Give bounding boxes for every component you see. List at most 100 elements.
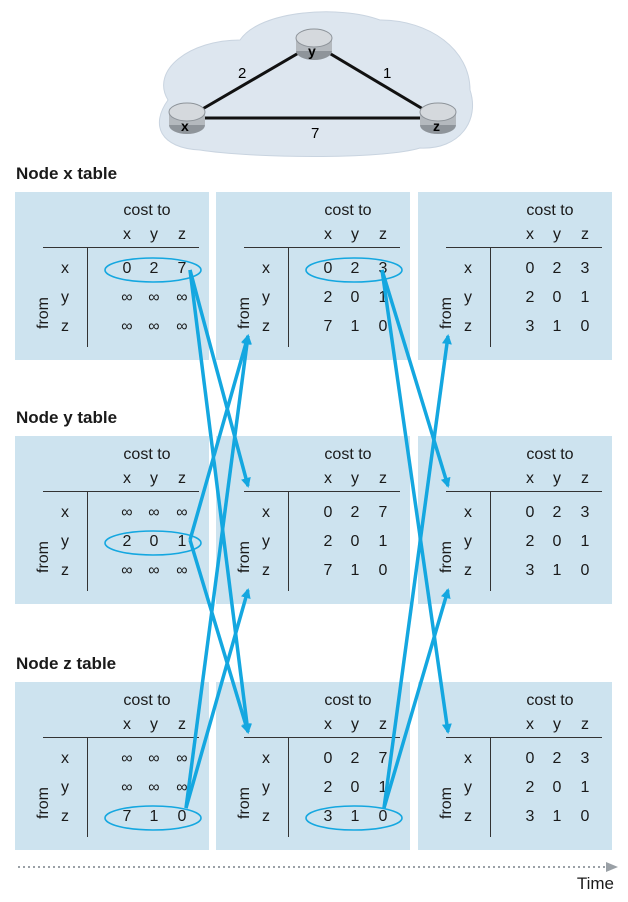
row-divider xyxy=(288,491,289,591)
row-header: x xyxy=(262,504,270,521)
cost-cell: 7 xyxy=(323,318,333,335)
cost-cell: 1 xyxy=(378,289,388,306)
time-axis xyxy=(18,862,618,872)
cost-to-label: cost to xyxy=(526,692,574,709)
cost-cell: 0 xyxy=(525,504,535,521)
column-header: x xyxy=(526,470,534,487)
column-header: z xyxy=(581,716,589,733)
cost-cell: ∞ xyxy=(176,750,188,767)
header-divider-left xyxy=(244,491,288,492)
cost-cell: 1 xyxy=(552,562,562,579)
cost-cell: 2 xyxy=(552,504,562,521)
cost-cell: 3 xyxy=(580,260,590,277)
from-label: from xyxy=(35,541,52,573)
row-divider xyxy=(87,491,88,591)
row-header: x xyxy=(61,750,69,767)
cost-cell: ∞ xyxy=(148,289,160,306)
row-header: z xyxy=(464,808,472,825)
row-header: z xyxy=(61,318,69,335)
cost-cell: 0 xyxy=(552,289,562,306)
time-arrow-icon xyxy=(606,862,618,872)
cost-cell: ∞ xyxy=(176,289,188,306)
column-header: z xyxy=(178,716,186,733)
cost-cell: 1 xyxy=(378,779,388,796)
column-header: z xyxy=(178,226,186,243)
row-header: y xyxy=(61,533,69,550)
cost-cell: 2 xyxy=(350,504,360,521)
header-divider xyxy=(288,247,400,248)
time-label: Time xyxy=(576,874,614,893)
row-header: y xyxy=(262,779,270,796)
column-header: y xyxy=(351,470,359,487)
cost-cell: ∞ xyxy=(121,318,133,335)
cost-cell: 0 xyxy=(149,533,159,550)
cost-cell: 2 xyxy=(350,750,360,767)
node-x-table-title: Node x table xyxy=(16,164,118,183)
cost-cell: 7 xyxy=(378,504,388,521)
row-divider xyxy=(288,737,289,837)
cost-cell: 7 xyxy=(177,260,187,277)
header-divider xyxy=(490,247,602,248)
cost-cell: 0 xyxy=(525,260,535,277)
header-divider-left xyxy=(43,737,87,738)
column-header: y xyxy=(150,716,158,733)
row-divider xyxy=(288,247,289,347)
cost-to-label: cost to xyxy=(526,446,574,463)
row-header: x xyxy=(464,260,472,277)
cost-cell: ∞ xyxy=(148,750,160,767)
column-header: z xyxy=(581,226,589,243)
column-header: y xyxy=(553,226,561,243)
column-header: y xyxy=(351,226,359,243)
cost-cell: 2 xyxy=(350,260,360,277)
column-header: x xyxy=(526,716,534,733)
from-label: from xyxy=(236,541,253,573)
column-header: x xyxy=(324,716,332,733)
cost-cell: ∞ xyxy=(148,562,160,579)
header-divider-left xyxy=(43,491,87,492)
network-cloud xyxy=(158,11,474,157)
header-divider-left xyxy=(244,247,288,248)
header-divider-left xyxy=(43,247,87,248)
cost-cell: ∞ xyxy=(176,504,188,521)
cost-cell: 3 xyxy=(525,808,535,825)
router-z-icon: z xyxy=(419,102,457,134)
header-divider-left xyxy=(244,737,288,738)
row-header: x xyxy=(464,750,472,767)
cost-to-label: cost to xyxy=(324,202,372,219)
row-divider xyxy=(490,247,491,347)
cost-cell: 0 xyxy=(323,504,333,521)
cost-cell: 3 xyxy=(378,260,388,277)
cost-cell: 1 xyxy=(177,533,187,550)
cost-cell: 1 xyxy=(378,533,388,550)
cost-cell: 7 xyxy=(323,562,333,579)
cost-cell: 7 xyxy=(122,808,132,825)
column-header: z xyxy=(581,470,589,487)
from-label: from xyxy=(35,787,52,819)
cost-cell: 0 xyxy=(350,289,360,306)
from-label: from xyxy=(35,297,52,329)
node-z-table-title: Node z table xyxy=(16,654,117,673)
cost-cell: ∞ xyxy=(121,289,133,306)
column-header: y xyxy=(553,716,561,733)
column-header: z xyxy=(379,716,387,733)
row-header: y xyxy=(262,289,270,306)
cost-to-label: cost to xyxy=(324,446,372,463)
from-label: from xyxy=(438,297,455,329)
row-divider xyxy=(87,247,88,347)
cost-cell: 3 xyxy=(580,750,590,767)
cost-cell: 0 xyxy=(525,750,535,767)
header-divider xyxy=(87,247,199,248)
cost-cell: 0 xyxy=(552,779,562,796)
cost-cell: 0 xyxy=(580,562,590,579)
column-header: z xyxy=(178,470,186,487)
cost-cell: 3 xyxy=(580,504,590,521)
row-header: y xyxy=(464,779,472,796)
row-header: z xyxy=(61,562,69,579)
cost-cell: ∞ xyxy=(121,750,133,767)
row-header: z xyxy=(464,562,472,579)
